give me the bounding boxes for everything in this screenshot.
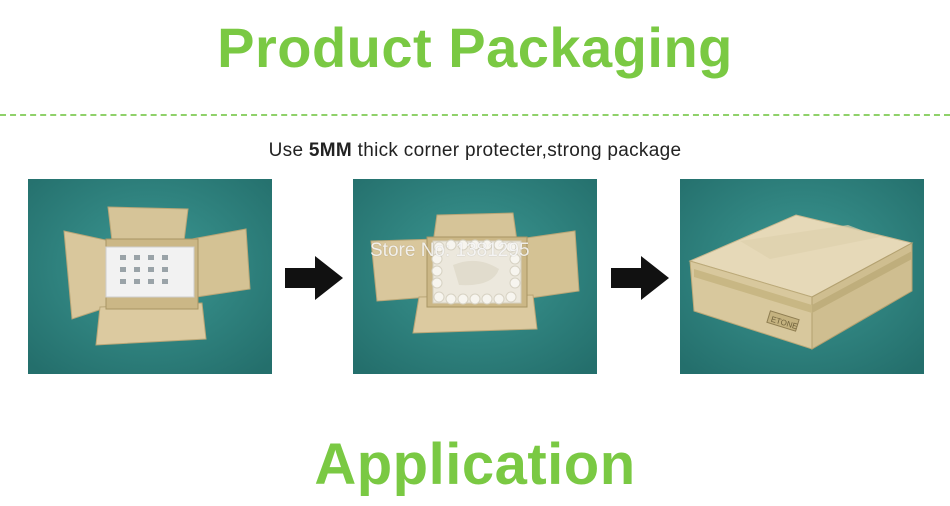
page-title: Product Packaging	[217, 16, 733, 79]
packaging-description: Use 5MM thick corner protecter,strong pa…	[0, 140, 950, 162]
section-title-application: Application	[314, 432, 636, 497]
photo-closed-crate: ETONE	[680, 179, 924, 374]
description-suffix: thick corner protecter,strong package	[352, 140, 682, 161]
right-arrow-icon	[285, 256, 343, 300]
photo-foam-protected-box	[353, 179, 597, 374]
store-watermark: Store No: 1381295	[370, 240, 530, 261]
description-prefix: Use	[268, 140, 309, 161]
photo-open-box-panel	[28, 179, 272, 374]
dashed-divider	[0, 114, 950, 116]
description-emphasis: 5MM	[308, 140, 353, 161]
right-arrow-icon	[611, 256, 669, 300]
